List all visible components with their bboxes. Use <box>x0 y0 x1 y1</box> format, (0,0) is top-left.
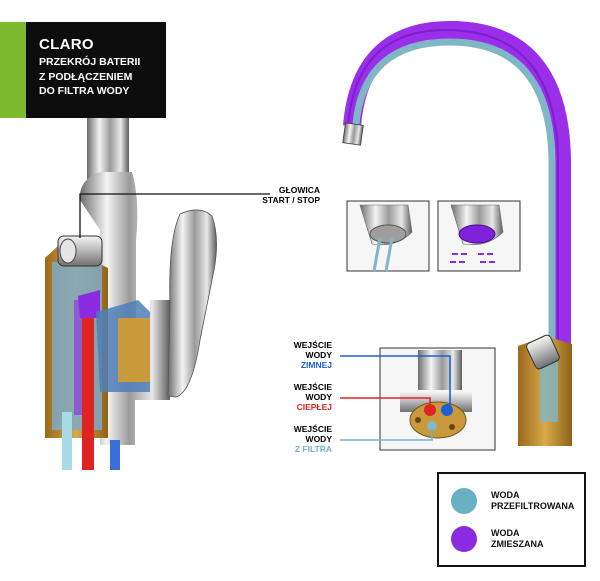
left-faucet-section <box>45 118 217 470</box>
label-line: WEJŚCIE <box>293 424 332 434</box>
legend-line: ZMIESZANA <box>491 539 544 549</box>
label-head: GŁOWICA START / STOP <box>222 185 320 205</box>
legend-item-mixed: WODA ZMIESZANA <box>451 526 544 552</box>
label-line: WODY <box>305 350 332 360</box>
subtitle-line: DO FILTRA WODY <box>39 85 130 97</box>
label-line: WODY <box>305 392 332 402</box>
label-line: WEJŚCIE <box>293 340 332 350</box>
legend-line: WODA <box>491 490 520 500</box>
subtitle-line: PRZEKRÓJ BATERII <box>39 56 141 68</box>
subtitle-line: Z PODŁĄCZENIEM <box>39 70 133 83</box>
callout-line-filter <box>340 428 433 441</box>
callout-line-cold <box>340 355 451 408</box>
title-box: CLARO PRZEKRÓJ BATERII Z PODŁĄCZENIEM DO… <box>26 22 166 118</box>
legend: WODA PRZEFILTROWANA WODA ZMIESZANA <box>437 472 586 567</box>
label-cold-inlet: WEJŚCIE WODY ZIMNEJ <box>262 340 332 370</box>
label-line: WODY <box>305 434 332 444</box>
label-accent-filter: Z FILTRA <box>294 444 332 454</box>
legend-swatch-filtered <box>451 488 477 514</box>
right-faucet-section <box>342 20 572 446</box>
legend-line: PRZEFILTROWANA <box>491 501 575 511</box>
legend-label-filtered: WODA PRZEFILTROWANA <box>491 490 574 512</box>
label-head-line1: GŁOWICA <box>278 185 320 195</box>
legend-line: WODA <box>491 528 520 538</box>
label-hot-inlet: WEJŚCIE WODY CIEPŁEJ <box>262 382 332 412</box>
subtitle: PRZEKRÓJ BATERII Z PODŁĄCZENIEM DO FILTR… <box>39 55 166 99</box>
callout-line-head <box>79 193 270 238</box>
label-accent-hot: CIEPŁEJ <box>296 402 332 412</box>
label-head-line2: START / STOP <box>262 195 320 205</box>
legend-label-mixed: WODA ZMIESZANA <box>491 528 544 550</box>
label-filter-inlet: WEJŚCIE WODY Z FILTRA <box>262 424 332 454</box>
aerator-detail-filtered <box>346 200 430 272</box>
label-accent-cold: ZIMNEJ <box>300 360 332 370</box>
legend-item-filtered: WODA PRZEFILTROWANA <box>451 488 574 514</box>
callout-line-hot <box>340 397 431 408</box>
brand-title: CLARO <box>39 36 94 53</box>
aerator-detail-mixed <box>437 200 521 272</box>
brand-accent-bar <box>0 22 26 118</box>
inlet-detail <box>379 347 496 451</box>
legend-swatch-mixed <box>451 526 477 552</box>
label-line: WEJŚCIE <box>293 382 332 392</box>
